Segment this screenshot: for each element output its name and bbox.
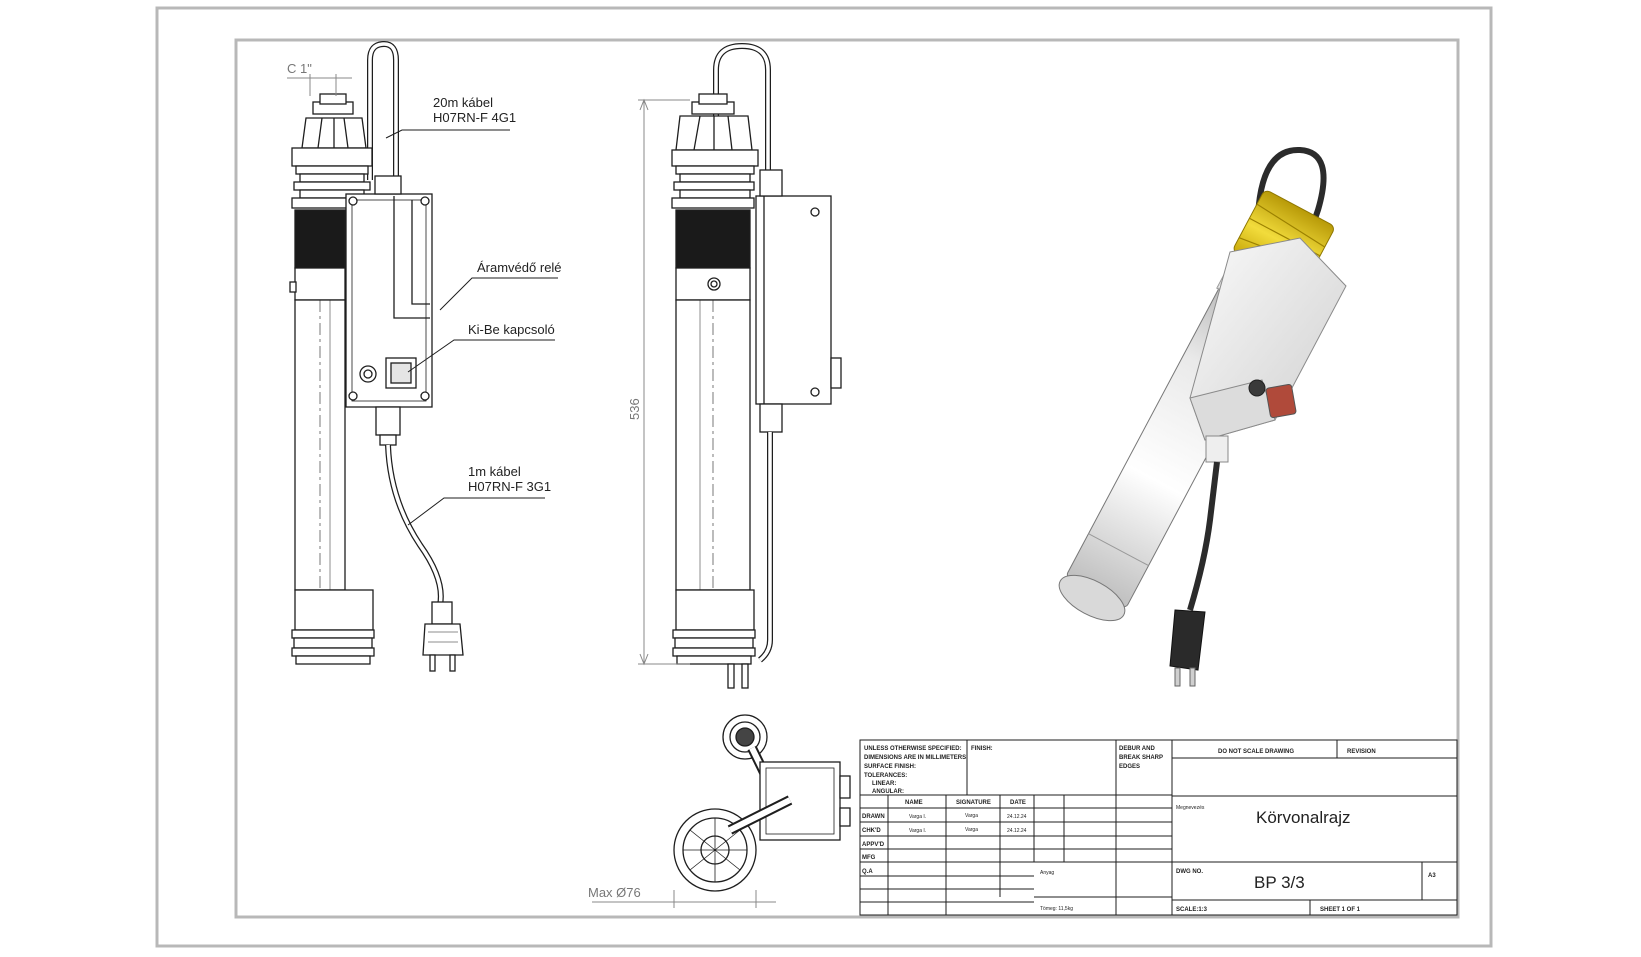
finish-label: FINISH: [971,746,993,752]
thread-dimension: C 1" [287,61,312,76]
chkd-signature: Varga [965,827,978,833]
row-qa-label: Q.A [862,869,873,875]
drawing-title: Körvonalrajz [1256,808,1351,827]
mass-value: Tömeg: 11,5kg [1040,906,1073,912]
top-view [673,714,851,892]
deburr-line-1: DEBUR AND [1119,746,1155,752]
scale-value: SCALE:1:3 [1176,907,1208,913]
row-chkd-label: CHK'D [862,828,881,834]
chkd-name: Varga I. [909,828,926,834]
label-switch: Ki-Be kapcsoló [468,322,555,337]
label-cable-20m: 20m kábel [433,95,493,110]
spec-line-3: SURFACE FINISH: [864,764,916,770]
front-view-annotations [287,74,558,526]
row-drawn-label: DRAWN [862,814,885,820]
revision-label: REVISION [1347,749,1376,755]
deburr-line-2: BREAK SHARP [1119,755,1163,761]
label-cable-20m-type: H07RN-F 4G1 [433,110,516,125]
diameter-dimension [592,890,776,908]
isometric-view [1058,146,1347,687]
height-dimension-value: 536 [627,398,642,420]
outer-frame [155,6,1493,948]
height-dimension [638,98,690,666]
row-mfg-label: MFG [862,855,876,861]
spec-line-6: ANGULAR: [872,789,904,795]
deburr-line-3: EDGES [1119,764,1140,770]
sheet-count: SHEET 1 OF 1 [1320,907,1361,913]
diameter-dimension-value: Max Ø76 [588,885,641,900]
megnevezes-label: Megnevezés [1176,805,1205,811]
col-name-header: NAME [905,800,923,806]
drawn-date: 24.12.24 [1007,814,1027,820]
sheet-size: A3 [1428,873,1436,879]
drawn-signature: Varga [965,813,978,819]
label-relay: Áramvédő relé [477,260,562,275]
col-signature-header: SIGNATURE [956,800,991,806]
drawing-number: BP 3/3 [1254,873,1305,892]
anyag-label: Anyag [1040,870,1054,876]
title-block [859,739,1458,916]
side-view [671,42,842,689]
spec-line-4: TOLERANCES: [864,773,907,779]
front-view [289,40,464,672]
inner-frame [234,38,1460,919]
spec-line-5: LINEAR: [872,781,896,787]
chkd-date: 24.12.24 [1007,828,1027,834]
spec-line-1: UNLESS OTHERWISE SPECIFIED: [864,746,962,752]
label-cable-1m-type: H07RN-F 3G1 [468,479,551,494]
do-not-scale-label: DO NOT SCALE DRAWING [1218,749,1294,755]
row-apprvd-label: APPV'D [862,842,885,848]
drawn-name: Varga I. [909,814,926,820]
label-cable-1m: 1m kábel [468,464,521,479]
spec-line-2: DIMENSIONS ARE IN MILLIMETERS [864,755,966,761]
col-date-header: DATE [1010,800,1026,806]
dwg-no-label: DWG NO. [1176,869,1203,875]
